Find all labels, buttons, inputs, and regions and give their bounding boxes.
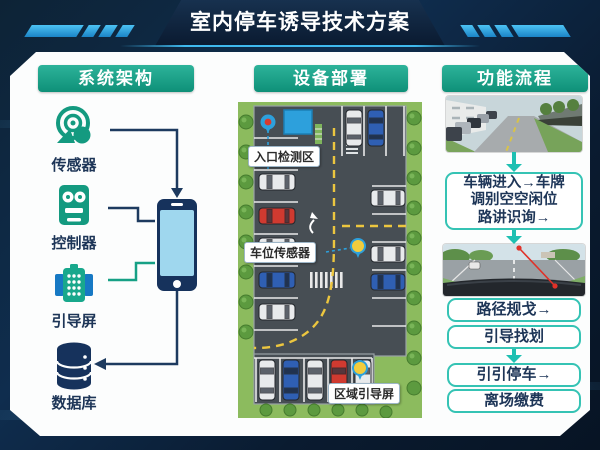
function-flow: 车辆进入→车牌 调别空空闲位 路讲识询→ <box>440 96 588 432</box>
database-icon <box>26 340 122 392</box>
parking-entrance-photo <box>446 96 582 152</box>
controller-icon <box>26 182 122 228</box>
page-title: 室内停车诱导技术方案 <box>190 11 410 34</box>
map-lane-markings <box>254 128 406 348</box>
controller-label: 控制器 <box>51 235 97 252</box>
sensor-label: 传感器 <box>51 157 97 174</box>
phone-speaker <box>171 203 183 206</box>
map-crosswalk <box>310 272 343 288</box>
entrance-booth <box>284 110 312 134</box>
flow-step-entry: 车辆进入→车牌 调别空空闲位 路讲识询→ <box>445 172 583 230</box>
map-turn-arrow-head <box>310 212 318 219</box>
space-sensor-label: 车位传感器 <box>244 242 316 263</box>
title-plaque <box>155 0 445 46</box>
map-hatch-strip <box>315 124 322 144</box>
architecture-diagram: 传感器 控制器 <box>24 104 234 430</box>
entrance-zone-label: 入口检测区 <box>248 146 320 167</box>
map-turn-arrow <box>310 220 314 233</box>
flow-step-exit-payment: 离场缴费 <box>447 389 581 413</box>
section-header-flow: 功能流程 <box>442 65 588 92</box>
section-header-deployment: 设备部署 <box>254 65 408 92</box>
map-trees <box>239 111 421 418</box>
flow-arrow-down-icon <box>506 230 522 244</box>
flow-step-entry-line1: 车辆进入→车牌 <box>463 174 565 191</box>
smartphone-icon <box>157 199 197 291</box>
flow-step-guidance-planning: 引导找划 <box>447 325 581 349</box>
sensor-icon <box>26 104 122 150</box>
flow-arrow-down-icon <box>506 349 522 363</box>
flow-step-route-planning: 路径规戈→ <box>447 298 581 322</box>
section-header-architecture: 系统架构 <box>38 65 194 92</box>
route-annotation <box>516 245 557 288</box>
flow-step-guided-parking: 引引停车→ <box>447 363 581 387</box>
database-label: 数据库 <box>51 395 97 412</box>
guidance-screen-icon <box>26 262 122 308</box>
guidance-screen-label: 引导屏 <box>51 313 97 330</box>
flow-step-entry-line2: 调别空空闲位 <box>470 192 558 209</box>
parking-map: 入口检测区 车位传感器 区域引导屏 <box>238 102 422 418</box>
content-card: 系统架构 设备部署 功能流程 传感器 <box>10 52 590 436</box>
flow-arrow-down-icon <box>506 152 522 172</box>
zone-screen-marker-icon <box>353 361 367 380</box>
phone-home-button <box>173 280 181 288</box>
parked-cars <box>446 111 497 141</box>
map-stall-lines <box>254 106 406 402</box>
title-underline <box>120 45 480 47</box>
flow-step-entry-line3: 路讲识询→ <box>477 209 551 226</box>
phone-screen <box>160 210 194 276</box>
in-car-navigation-photo <box>443 244 585 296</box>
zone-screen-label: 区域引导屏 <box>328 383 400 404</box>
space-sensor-marker-icon <box>326 239 365 258</box>
